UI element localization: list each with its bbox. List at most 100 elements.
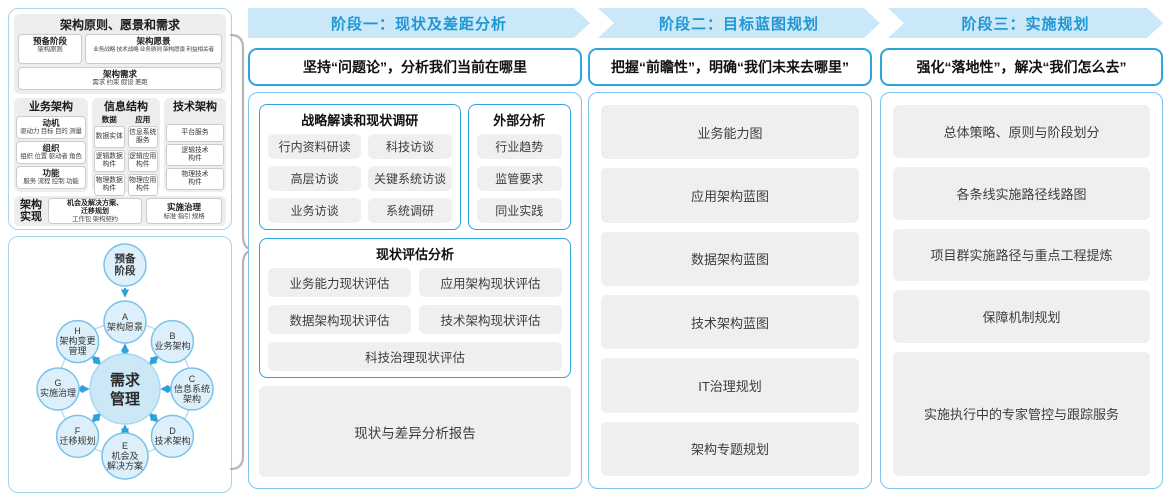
prep-circle [103, 243, 147, 287]
phase-1-subtitle: 坚持“问题论”，分析我们当前在哪里 [248, 48, 582, 86]
strategy-item: 科技访谈 [368, 134, 452, 159]
assessment-item: 业务能力现状评估 [268, 268, 411, 297]
adm-node-circles [36, 243, 214, 480]
data-subcolumn: 数据 数据实体 逻辑数据 构件 物理数据 构件 [94, 115, 125, 196]
external-item: 同业实践 [476, 198, 562, 223]
opportunities-sub: 工作包 架构契约 [72, 216, 118, 223]
node-b-circle [150, 319, 195, 364]
requirement-sub: 需求 约束 假设 差距 [92, 79, 148, 86]
function-title: 功能 [42, 168, 60, 178]
phase-1-container: 战略解读和现状调研 行内资料研读 科技访谈 高层访谈 关键系统访谈 业务访谈 系… [248, 92, 582, 489]
node-h-circle [55, 319, 100, 364]
assessment-item: 科技治理现状评估 [268, 342, 562, 371]
technology-item: 逻辑技术 构件 [166, 144, 224, 166]
function-box: 功能 服务 流程 控制 功能 [16, 166, 86, 189]
phase-3-container: 总体策略、原则与阶段划分 各条线实施路径线路图 项目群实施路径与重点工程提炼 保… [880, 92, 1163, 489]
application-item: 逻辑应用 构件 [127, 150, 158, 172]
external-item: 行业趋势 [476, 134, 562, 159]
strategy-item: 业务访谈 [268, 198, 362, 223]
prep-phase-title: 预备阶段 [32, 36, 67, 46]
assessment-item: 技术架构现状评估 [419, 305, 562, 334]
principles-vision-requirements-section: 架构原则、愿景和需求 预备阶段 架构原则 架构愿景 业务战略 技术战略 业务原则… [14, 14, 226, 94]
information-structure-title: 信息结构 [104, 101, 148, 113]
requirements-center-circle [89, 353, 161, 425]
phase-2-band-label: 阶段二：目标蓝图规划 [658, 15, 819, 33]
business-architecture-title: 业务架构 [29, 101, 73, 113]
phase-3-item: 实施执行中的专家管控与跟踪服务 [893, 352, 1150, 476]
phase-2-item: 架构专题规划 [601, 421, 859, 476]
phase-3-item: 保障机制规划 [893, 290, 1150, 343]
strategy-item: 行内资料研读 [268, 134, 362, 159]
application-subhead: 应用 [135, 115, 151, 124]
phase-2-item: IT治理规划 [601, 358, 859, 413]
governance-sub: 标准 指引 规格 [163, 213, 205, 220]
organization-title: 组织 [42, 143, 60, 153]
prep-phase-box: 预备阶段 架构原则 [18, 34, 82, 64]
node-a-circle [103, 300, 147, 344]
phase-3-item: 项目群实施路径与重点工程提炼 [893, 228, 1150, 282]
external-analysis-group: 外部分析 行业趋势 监管要求 同业实践 [467, 104, 571, 230]
opportunities-title-line2: 迁移规划 [81, 208, 109, 215]
implementation-governance-box: 实施治理 标准 指引 规格 [146, 198, 222, 224]
prep-phase-sub: 架构原则 [37, 46, 63, 53]
information-subcolumns: 数据 数据实体 逻辑数据 构件 物理数据 构件 应用 信息系统 服务 逻辑应用 … [94, 115, 158, 196]
phase-2-item: 业务能力图 [601, 105, 859, 160]
data-item: 逻辑数据 构件 [94, 150, 125, 172]
technology-items: 平台服务 逻辑技术 构件 物理技术 构件 [166, 124, 224, 190]
phase-1-column: 阶段一：现状及差距分析 坚持“问题论”，分析我们当前在哪里 战略解读和现状调研 … [248, 8, 582, 493]
vision-sub: 业务战略 技术战略 业务原则 架构愿景 利益相关者 [93, 47, 214, 53]
node-f-circle [55, 414, 100, 459]
phase-2-item: 技术架构蓝图 [601, 294, 859, 350]
architecture-requirement-box: 架构需求 需求 约束 假设 差距 [18, 67, 222, 90]
assessment-item: 数据架构现状评估 [268, 305, 411, 334]
governance-title: 实施治理 [166, 202, 201, 212]
motivation-box: 动机 驱动力 目标 目的 测量 [16, 116, 86, 139]
technology-item: 平台服务 [166, 124, 224, 142]
architecture-domains-section: 业务架构 动机 驱动力 目标 目的 测量 组织 组织 位置 驱动者 角色 功能 … [14, 98, 226, 196]
strategy-research-title: 战略解读和现状调研 [301, 113, 419, 128]
adm-arrows [75, 288, 175, 437]
data-subhead: 数据 [101, 115, 117, 124]
strategy-item: 系统调研 [368, 198, 452, 223]
external-analysis-items: 行业趋势 监管要求 同业实践 [476, 134, 562, 223]
assessment-title: 现状评估分析 [375, 247, 454, 262]
architecture-content-panel: 架构原则、愿景和需求 预备阶段 架构原则 架构愿景 业务战略 技术战略 业务原则… [8, 8, 232, 230]
current-state-assessment-group: 现状评估分析 业务能力现状评估 应用架构现状评估 数据架构现状评估 技术架构现状… [259, 238, 571, 378]
strategy-research-group: 战略解读和现状调研 行内资料研读 科技访谈 高层访谈 关键系统访谈 业务访谈 系… [259, 104, 461, 230]
phase-2-band: 阶段二：目标蓝图规划 [598, 8, 880, 38]
external-item: 监管要求 [476, 166, 562, 191]
phase-2-column: 阶段二：目标蓝图规划 把握“前瞻性”，明确“我们未来去哪里” 业务能力图 应用架… [588, 8, 872, 493]
strategy-item: 关键系统访谈 [368, 166, 452, 191]
requirement-title: 架构需求 [102, 69, 137, 79]
technology-architecture-title: 技术架构 [173, 101, 217, 113]
phase-2-subtitle: 把握“前瞻性”，明确“我们未来去哪里” [588, 48, 872, 86]
technology-item: 物理技术 构件 [166, 168, 224, 190]
section-title: 架构原则、愿景和需求 [59, 18, 180, 32]
phase-3-item: 总体策略、原则与阶段划分 [893, 105, 1150, 158]
phase-2-container: 业务能力图 应用架构蓝图 数据架构蓝图 技术架构蓝图 IT治理规划 架构专题规划 [588, 92, 872, 489]
prep-vision-row: 预备阶段 架构原则 架构愿景 业务战略 技术战略 业务原则 架构愿景 利益相关者 [18, 34, 222, 64]
node-e-circle [101, 432, 149, 480]
phase-1-top-row: 战略解读和现状调研 行内资料研读 科技访谈 高层访谈 关键系统访谈 业务访谈 系… [259, 104, 571, 230]
phase-1-band-label: 阶段一：现状及差距分析 [330, 15, 507, 33]
data-item: 物理数据 构件 [94, 174, 125, 196]
phase-3-item: 各条线实施路径线路图 [893, 166, 1150, 220]
realization-label-line1: 架构 [20, 199, 42, 211]
application-item: 信息系统 服务 [127, 126, 158, 148]
information-structure-column: 信息结构 数据 数据实体 逻辑数据 构件 物理数据 构件 应用 信息系统 服务 … [92, 98, 160, 196]
phase-3-band-label: 阶段三：实施规划 [961, 15, 1090, 33]
strategy-research-items: 行内资料研读 科技访谈 高层访谈 关键系统访谈 业务访谈 系统调研 [268, 134, 452, 223]
phase-3-column: 阶段三：实施规划 强化“落地性”，解决“我们怎么去” 总体策略、原则与阶段划分 … [880, 8, 1163, 493]
node-d-circle [150, 414, 195, 459]
node-c-circle [170, 367, 214, 411]
phase-3-subtitle: 强化“落地性”，解决“我们怎么去” [880, 48, 1163, 86]
organization-sub: 组织 位置 驱动者 角色 [20, 153, 82, 160]
motivation-sub: 驱动力 目标 目的 测量 [20, 128, 82, 135]
phase-2-item: 应用架构蓝图 [601, 168, 859, 223]
assessment-items: 业务能力现状评估 应用架构现状评估 数据架构现状评估 技术架构现状评估 科技治理… [268, 268, 562, 371]
data-item: 数据实体 [94, 126, 125, 148]
business-architecture-column: 业务架构 动机 驱动力 目标 目的 测量 组织 组织 位置 驱动者 角色 功能 … [14, 98, 88, 192]
organization-box: 组织 组织 位置 驱动者 角色 [16, 141, 86, 164]
